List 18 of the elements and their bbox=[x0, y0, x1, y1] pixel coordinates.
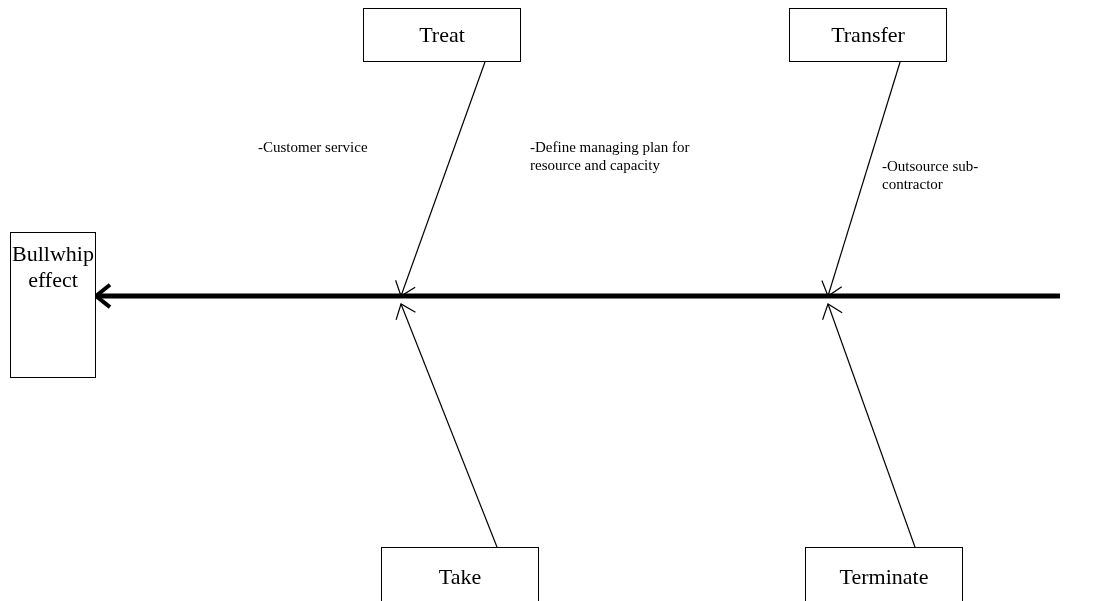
arrow bbox=[821, 61, 901, 297]
effect-box bbox=[10, 232, 96, 378]
cause-box bbox=[789, 8, 947, 62]
box-label: Take bbox=[438, 564, 482, 590]
cause-box bbox=[381, 547, 539, 601]
arrow bbox=[395, 303, 498, 548]
cause-box bbox=[805, 547, 963, 601]
box-label: Terminate bbox=[839, 564, 929, 590]
arrow bbox=[395, 61, 486, 297]
arrow bbox=[822, 303, 916, 548]
note-text: -Outsource sub-contractor bbox=[882, 157, 980, 193]
note-text: -Define managing plan for resource and capacity bbox=[530, 138, 691, 174]
box-label: Transfer bbox=[831, 22, 905, 48]
arrow bbox=[94, 282, 1060, 310]
box-label: Bullwhip effect bbox=[11, 241, 95, 293]
box-label: Treat bbox=[419, 22, 465, 48]
cause-box bbox=[363, 8, 521, 62]
note-text: -Customer service bbox=[258, 138, 369, 156]
